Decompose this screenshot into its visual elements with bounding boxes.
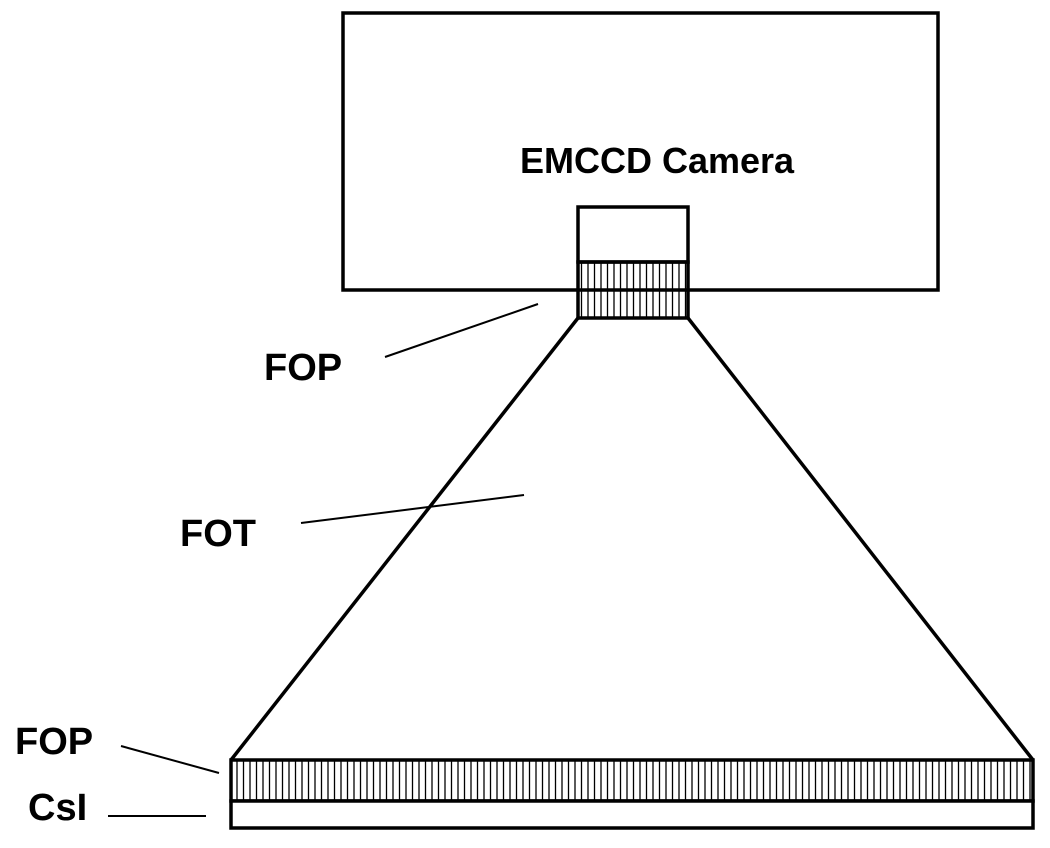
fot-label: FOT [180,513,256,555]
fop-bottom-block [229,758,1035,803]
fot-right-edge [686,316,1035,762]
fop-top-label: FOP [264,347,342,389]
camera-label: EMCCD Camera [520,140,795,181]
fop-bottom-label: FOP [15,721,93,763]
fop-top-block [576,260,690,320]
fop-bottom-leader [120,745,220,774]
camera-nose [576,205,690,264]
fot-left-edge [229,316,580,762]
csi-layer [229,799,1035,830]
csi-label: CsI [28,787,87,829]
fop-top-leader [384,303,539,358]
fot-leader [300,494,525,524]
